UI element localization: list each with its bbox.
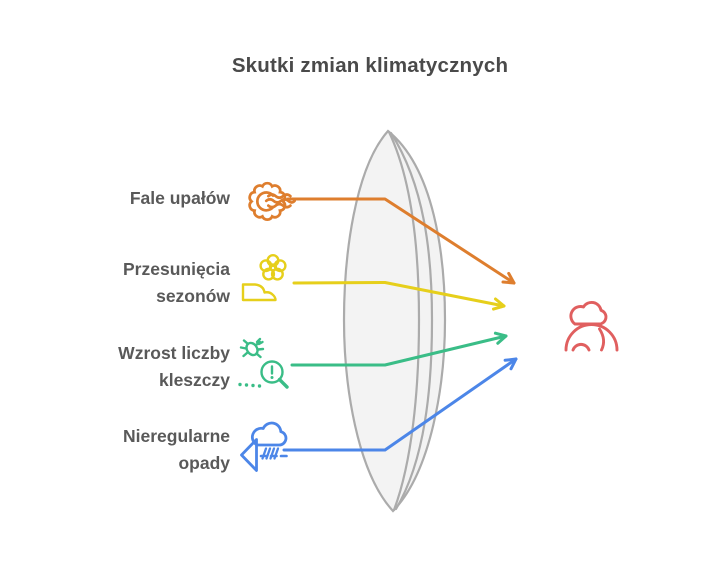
flower-hand-icon: [241, 253, 287, 302]
tick-antennae: [255, 337, 264, 346]
arrow-wzrost-kleszczy: [290, 331, 508, 367]
rain-cloud-wind-icon: [240, 421, 292, 472]
flower-petal: [270, 267, 284, 281]
tick-magnifier-icon: [238, 337, 289, 389]
arrow-przesuniecia-sezonow: [292, 281, 506, 311]
label-line: kleszczy: [158, 370, 230, 390]
label-line: Fale upałów: [129, 188, 230, 208]
heat-wave-line: [266, 202, 292, 209]
arrow-nieregularne-opady: [282, 357, 518, 452]
label-fale-upalow: Fale upałów: [130, 185, 230, 212]
magnifier-handle: [277, 377, 289, 389]
flower-petal: [262, 267, 276, 281]
exclamation-dot: [270, 376, 274, 379]
page-title: Skutki zmian klimatycznych: [231, 54, 509, 77]
label-wzrost-kleszczy: Wzrost liczby kleszczy: [118, 340, 230, 394]
flower-center: [268, 263, 278, 272]
label-line: Wzrost liczby: [118, 343, 230, 363]
lens-body: [342, 129, 447, 513]
label-nieregularne-opady: Nieregularne opady: [123, 423, 230, 477]
label-line: Nieregularne: [123, 426, 230, 446]
label-przesuniecia-sezonow: Przesunięcia sezonów: [123, 256, 230, 310]
heat-wave-line: [264, 197, 296, 204]
hand-shape: [241, 283, 277, 302]
magnifier-lens: [260, 360, 284, 384]
globe-half: [564, 323, 619, 352]
lens: [342, 129, 447, 513]
sun-core-arc: [255, 191, 275, 212]
cloud-globe-icon: [564, 300, 619, 352]
cloud-outline: [569, 300, 608, 326]
label-line: sezonów: [156, 286, 230, 306]
arrow-fale-upalow: [286, 197, 516, 285]
lens-inner-edge-1: [387, 130, 421, 512]
sun-heatwave-icon: [248, 181, 296, 221]
lens-inner-edge-2: [389, 131, 434, 511]
cloud-outline: [250, 421, 288, 447]
globe-meridian-right: [598, 327, 606, 352]
heat-wave-line: [266, 193, 292, 200]
globe-meridian-left: [571, 343, 591, 352]
dotted-trail: [238, 382, 262, 388]
sun-scalloped-ring: [248, 181, 287, 221]
label-line: Przesunięcia: [123, 259, 230, 279]
rain-lines: [261, 447, 280, 460]
label-line: opady: [178, 453, 230, 473]
wind-triangle: [240, 438, 258, 472]
